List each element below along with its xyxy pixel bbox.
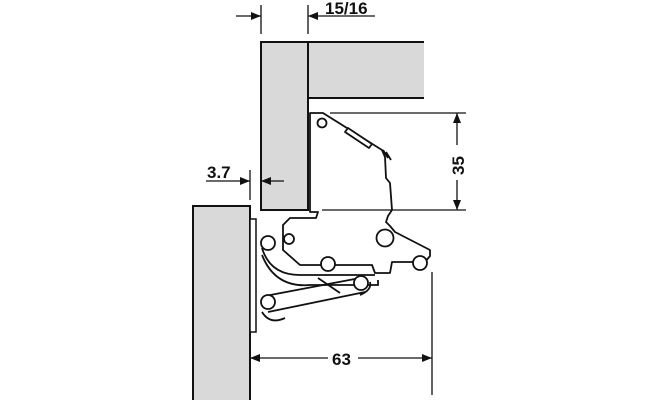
dimension-overlay-label: 15/16: [325, 0, 368, 18]
hinge-pivots: [260, 228, 428, 310]
mounting-plate: [249, 218, 257, 333]
dimension-cup-depth: [322, 112, 466, 211]
door-panel: [192, 205, 251, 400]
dimension-projection: [250, 272, 433, 395]
dimension-gap-label: 3.7: [207, 163, 231, 182]
hinge-links: [261, 247, 379, 322]
cabinet-side-panel: [260, 41, 309, 211]
dimension-projection-label: 63: [332, 350, 351, 369]
hinge-cup: [282, 112, 431, 274]
dimension-gap: [206, 170, 284, 200]
cabinet-top-panel: [308, 41, 424, 99]
dimension-overlay: [236, 5, 375, 34]
dimension-cup-depth-label: 35: [449, 156, 468, 175]
